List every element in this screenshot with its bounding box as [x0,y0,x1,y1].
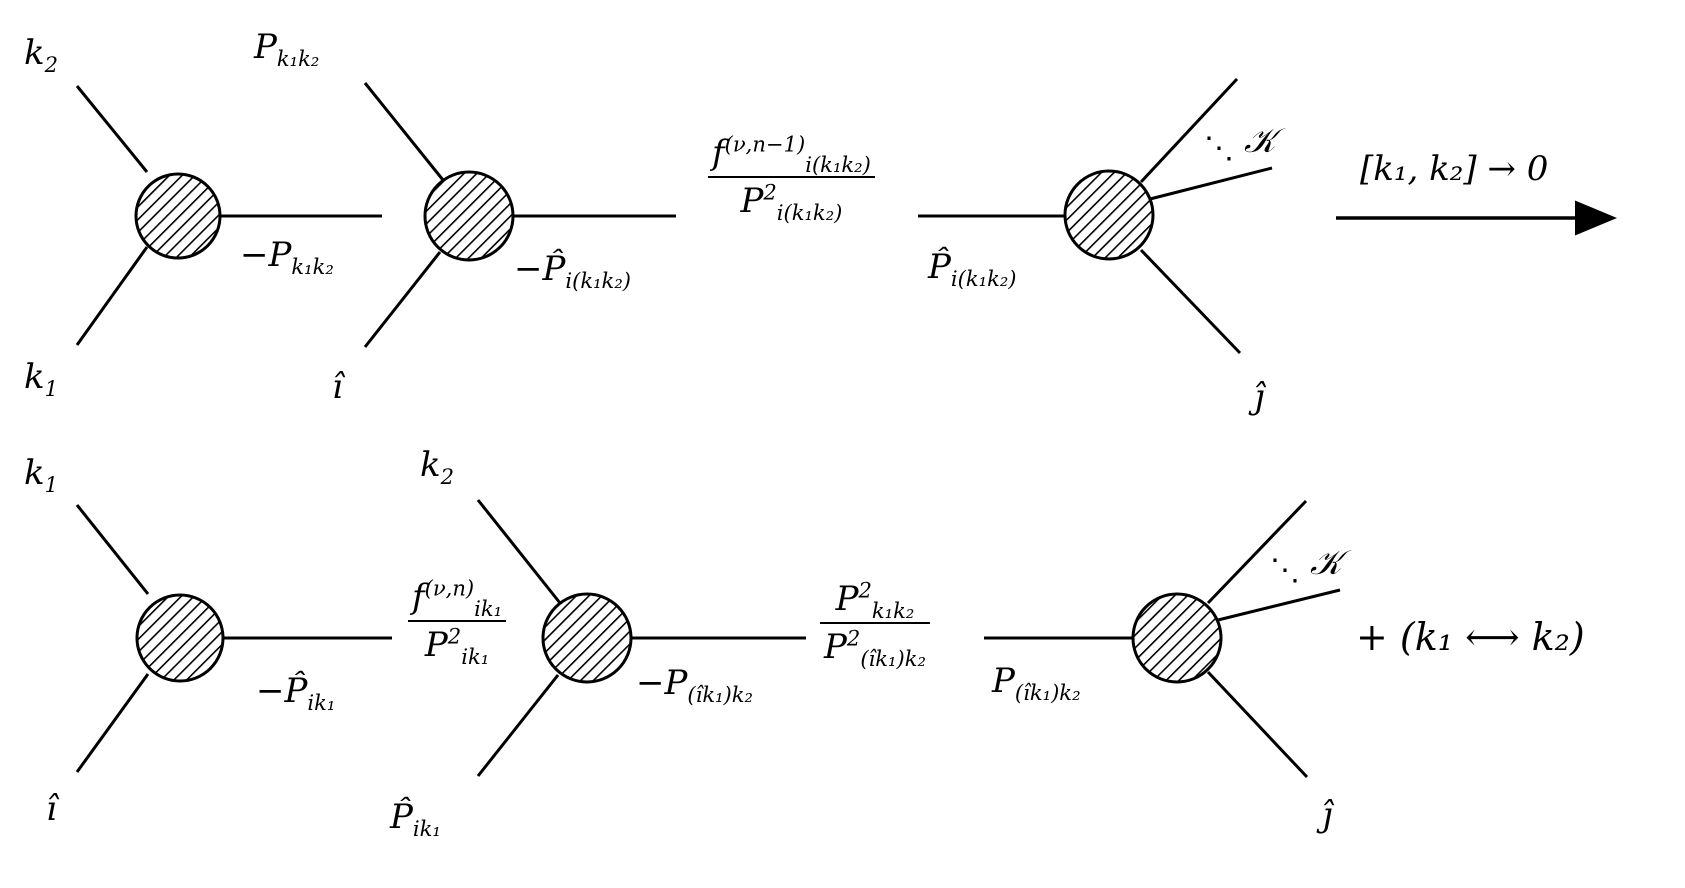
row1-v1-leg-k1 [75,246,149,346]
row2-v3-leg-mid [1217,588,1341,622]
row2-propagator1-fraction: f(ν,n)ik₁ P2ik₁ [408,575,507,667]
row1-label-ihat: î [332,367,343,407]
row1-v3-leg-top [1139,77,1239,184]
row1-propagator-numerator: f(ν,n−1)i(k₁k₂) [712,131,871,177]
row2-v2-leg-k2 [476,499,562,604]
row2-label-jhat: ĵ [1322,795,1333,835]
row1-label-jhat: ĵ [1254,377,1265,417]
row2-v3-leg-bot [1206,670,1309,779]
row1-label-phat-in: P̂i(k₁k₂) [928,247,1017,291]
row1-label-kset: 𝒦 [1244,121,1276,161]
row2-vertex-1 [75,504,392,773]
row1-v2-leg-top [363,82,445,181]
row1-vertex-1 [75,85,382,346]
row2-label-kset: 𝒦 [1310,543,1342,583]
row2-label-minus-phat: −P̂ik₁ [256,671,336,715]
row1-vertex-2 [363,82,676,348]
row1-v3-leg-bot [1139,248,1242,355]
row2-label-minus-p-ik1k2: −P(îk₁)k₂ [636,663,754,707]
row2-propagator2-denominator: P2(îk₁)k₂ [820,622,930,669]
row2-v3-blob [1131,592,1223,684]
row1-v3-blob [1063,169,1155,261]
row2-v2-blob [541,592,633,684]
row2-dots: ⋱ [1270,553,1300,588]
row1-label-k1: k1 [24,357,59,401]
row2-v1-leg-k1 [75,504,150,595]
limit-arrow-label: [k₁, k₂] → 0 [1360,149,1549,189]
row2-vertex-2 [476,499,806,777]
row1-vertex-3 [918,77,1273,355]
row2-label-k1: k1 [24,453,59,497]
row2-propagator1-numerator: f(ν,n)ik₁ [412,575,503,621]
swap-term: + (k₁ ⟷ k₂) [1356,615,1585,659]
row2-propagator2-fraction: P2k₁k₂ P2(îk₁)k₂ [820,577,930,669]
row2-v2-leg-bot [476,674,560,777]
row2-vertex-3 [984,499,1341,779]
row1-label-k2: k2 [24,33,59,77]
row2-label-ihat: î [46,789,57,829]
row1-label-minus-phat: −P̂i(k₁k₂) [514,249,632,293]
row1-v2-leg-bot [363,251,442,348]
row2-label-k2: k2 [420,445,455,489]
row1-label-pk1k2: Pk₁k₂ [254,27,320,71]
row2-propagator2-numerator: P2k₁k₂ [835,577,915,623]
row2-label-p-in: P(îk₁)k₂ [992,661,1081,705]
row1-v1-blob [134,172,222,260]
row2-v1-blob [135,593,225,683]
row2-propagator1-denominator: P2ik₁ [408,620,507,667]
row2-v1-leg-i [75,673,150,773]
row1-dots: ⋱ [1204,131,1234,166]
row1-propagator-denominator: P2i(k₁k₂) [708,176,875,223]
row1-v2-blob [423,170,515,262]
row2-label-phat-ik1: P̂ik₁ [390,797,441,841]
row1-label-minus-pk1k2: −Pk₁k₂ [240,235,334,279]
row1-propagator-fraction: f(ν,n−1)i(k₁k₂) P2i(k₁k₂) [708,131,875,223]
row2-v3-leg-top [1206,499,1308,605]
row1-v1-leg-k2 [75,85,149,173]
row1-v3-leg-mid [1149,166,1273,201]
